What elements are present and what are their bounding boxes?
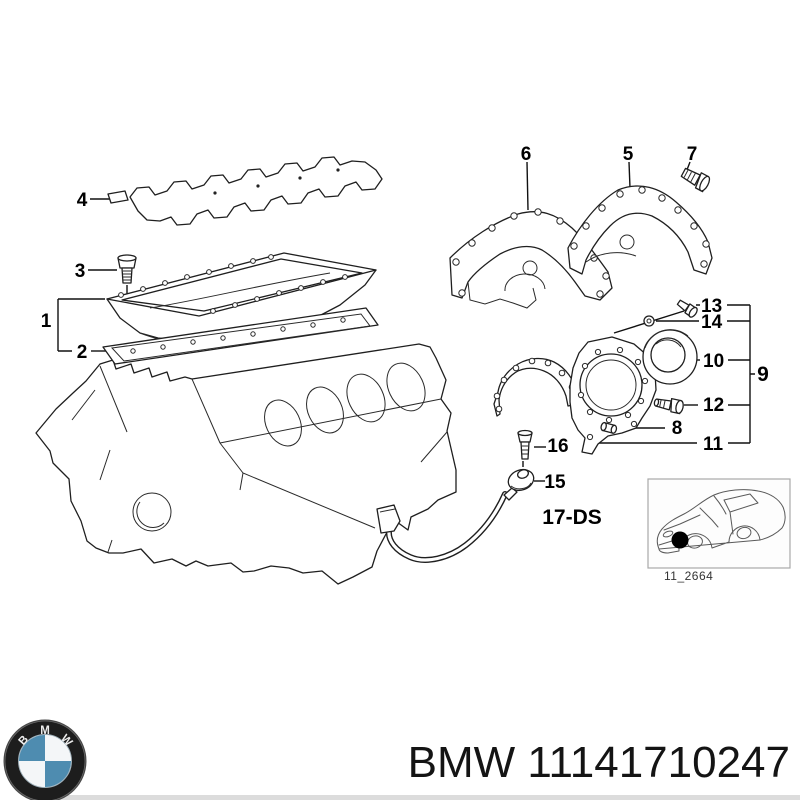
- callout-1: 1: [41, 311, 52, 332]
- callout-4: 4: [77, 190, 88, 211]
- knock-sensor-part15: [503, 468, 535, 501]
- bmw-logo: B M W: [3, 719, 87, 800]
- callout-3: 3: [75, 261, 86, 282]
- callout-2: 2: [77, 342, 88, 363]
- oil-pan-part1: [106, 252, 377, 345]
- car-sketch: [656, 489, 786, 554]
- logo-quadrant-top-left: [19, 735, 45, 761]
- leader-lines: [57, 161, 755, 482]
- crankshaft-seal-part10: [642, 329, 698, 385]
- callout-10: 10: [703, 351, 724, 372]
- logo-quadrant-bottom-left: [19, 761, 45, 787]
- logo-quadrant-top-right: [45, 735, 71, 761]
- engine-block-drawing: [35, 343, 457, 585]
- bottom-edge-strip: [60, 795, 800, 800]
- logo-letter-m: M: [40, 725, 50, 737]
- end-cover-gasket: [493, 357, 579, 417]
- callout-13: 13: [701, 296, 722, 317]
- callout-12: 12: [703, 395, 724, 416]
- timing-cover-gasket-part6: [449, 208, 613, 309]
- callout-8: 8: [672, 418, 683, 439]
- bolt-part16: [517, 429, 533, 460]
- callout-16: 16: [547, 436, 568, 457]
- cable-connector: [376, 504, 401, 534]
- part-number-text: BMW 11141710247: [408, 738, 790, 787]
- timing-cover-gasket-part5: [567, 185, 713, 275]
- callout-7: 7: [687, 144, 698, 165]
- callout-5: 5: [623, 144, 634, 165]
- bolt-part12: [653, 397, 684, 415]
- washer-part14: [643, 315, 655, 327]
- baffle-plate-part4: [107, 156, 383, 226]
- callout-9: 9: [757, 363, 769, 386]
- callout-15: 15: [544, 472, 566, 493]
- oil-pan-gasket-part2: [102, 307, 379, 365]
- plug-bolt-part13: [676, 299, 698, 318]
- car-thumbnail: 11_2664: [647, 478, 791, 583]
- baffle-plate-left-tab: [107, 190, 129, 204]
- callout-14: 14: [701, 312, 723, 333]
- thumbnail-code: 11_2664: [664, 569, 713, 583]
- callout-11: 11: [703, 434, 724, 455]
- end-cover-part11: [569, 336, 657, 455]
- knock-sensor-cable: [376, 491, 508, 563]
- variant-code-label: 17-DS: [542, 506, 602, 529]
- callout-6: 6: [521, 144, 532, 165]
- nut-part8: [600, 421, 618, 434]
- bolt-part3: [117, 254, 137, 284]
- bolt-part7: [680, 167, 711, 193]
- thumbnail-box: [647, 478, 791, 569]
- engine-location-dot: [671, 531, 689, 549]
- logo-quadrant-bottom-right: [45, 761, 71, 787]
